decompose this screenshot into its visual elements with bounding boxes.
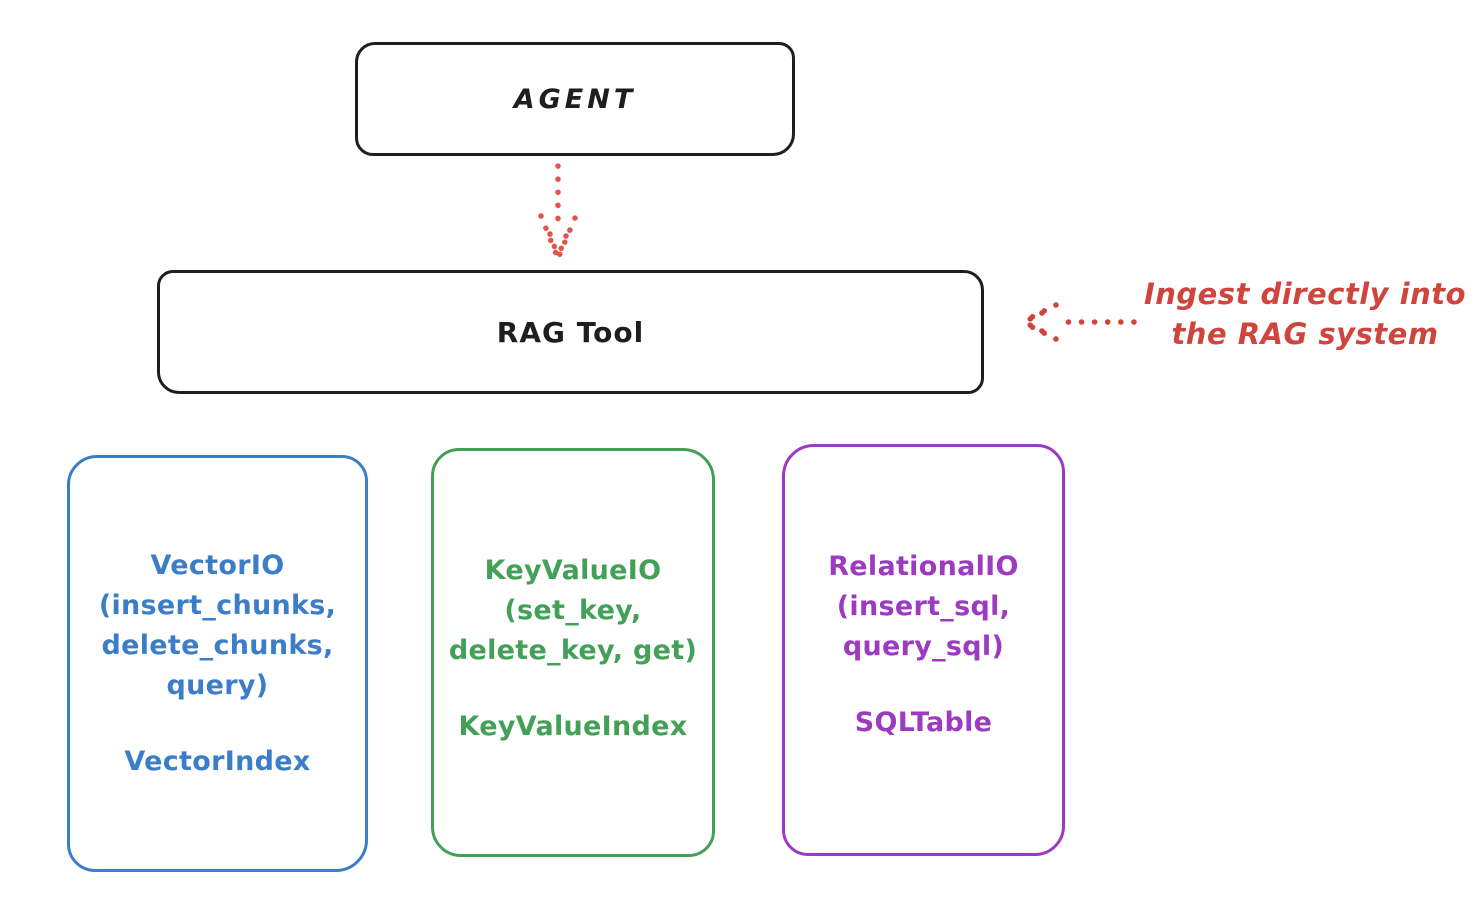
keyvalue-io-title: KeyValueIO [484, 555, 662, 586]
vector-io-card: VectorIO (insert_chunks, delete_chunks, … [67, 455, 368, 872]
ingest-annotation-line1: Ingest directly into [1143, 277, 1467, 311]
keyvalue-io-methods-line2: delete_key, get) [448, 635, 698, 666]
rag-tool-node: RAG Tool [157, 270, 984, 394]
ingest-annotation-line2: the RAG system [1171, 317, 1439, 351]
relational-io-card: RelationalIO (insert_sql, query_sql) SQL… [782, 444, 1065, 856]
sql-table-label: SQLTable [854, 707, 993, 738]
vector-io-title: VectorIO [150, 550, 285, 581]
relational-io-methods-line2: query_sql) [842, 631, 1005, 662]
keyvalue-io-methods-line1: (set_key, [504, 595, 642, 626]
vector-io-methods-line1: (insert_chunks, [98, 590, 337, 621]
agent-node: AGENT [355, 42, 795, 156]
relational-io-title: RelationalIO [828, 551, 1019, 582]
spacer [70, 706, 365, 742]
relational-io-methods-line1: (insert_sql, [836, 591, 1011, 622]
agent-to-rag-arrow-icon [538, 163, 578, 259]
spacer [785, 667, 1062, 703]
spacer [434, 671, 712, 707]
ingest-annotation: Ingest directly into the RAG system [1135, 274, 1475, 354]
keyvalue-index-label: KeyValueIndex [458, 711, 688, 742]
vector-index-label: VectorIndex [124, 746, 311, 777]
rag-tool-label: RAG Tool [496, 315, 645, 349]
ingest-arrow-icon [1019, 302, 1137, 342]
vector-io-methods-line3: query) [166, 670, 269, 701]
vector-io-methods-line2: delete_chunks, [101, 630, 334, 661]
agent-label: AGENT [513, 83, 637, 115]
keyvalue-io-card: KeyValueIO (set_key, delete_key, get) Ke… [431, 448, 715, 857]
